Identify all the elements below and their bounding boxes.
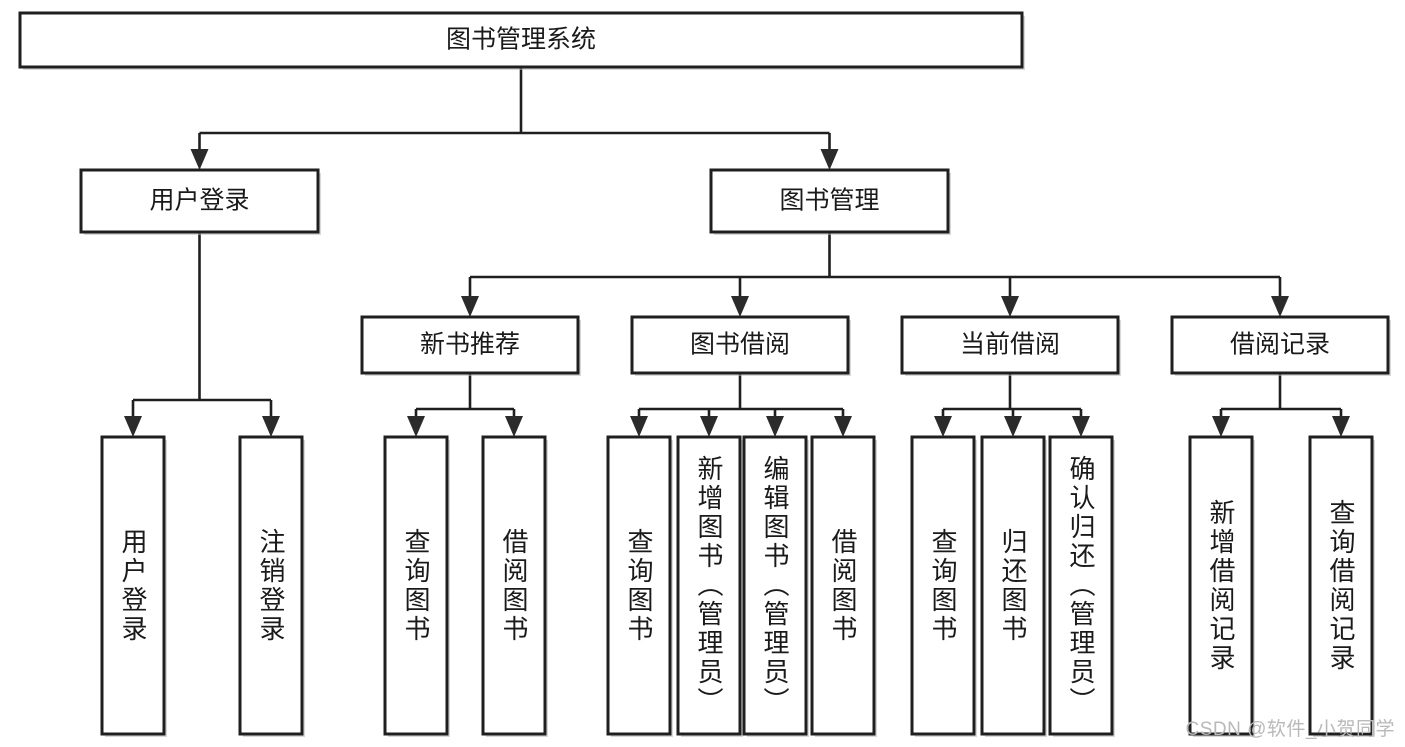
box-outline (1048, 435, 1114, 736)
box-outline (630, 315, 850, 375)
level2-node-1[interactable]: 图书管理 (709, 168, 951, 235)
leaf-node-0[interactable] (100, 435, 167, 737)
box-outline (709, 168, 950, 234)
box-outline (100, 435, 166, 736)
connector-layer (124, 67, 1350, 437)
box-label: 当前借阅 (960, 331, 1060, 359)
record-to-leaves-arrow-0 (1212, 416, 1230, 437)
leaf-node-7[interactable] (810, 435, 877, 737)
box-outline (980, 435, 1046, 736)
borrow-to-leaves-arrow-0 (630, 416, 648, 437)
leaf-node-8[interactable] (910, 435, 977, 737)
leaf-node-11[interactable] (1188, 435, 1255, 737)
level3-node-3[interactable]: 借阅记录 (1170, 315, 1391, 376)
box-outline (742, 435, 808, 736)
record-to-leaves-arrow-1 (1332, 416, 1350, 437)
bookmgmt-to-level3-arrow-1 (731, 296, 749, 317)
leaf-node-10[interactable] (1048, 435, 1115, 737)
level3-node-0[interactable]: 新书推荐 (360, 315, 581, 376)
box-label: 用户登录 (149, 187, 249, 215)
box-outline (910, 435, 976, 736)
box-outline (676, 435, 742, 736)
newbook-to-leaves-arrow-0 (407, 416, 425, 437)
level3-node-1[interactable]: 图书借阅 (630, 315, 851, 376)
box-label: 图书借阅 (690, 331, 790, 359)
box-outline (383, 435, 449, 736)
leaf-node-5[interactable] (676, 435, 743, 737)
leaf-node-12[interactable] (1308, 435, 1375, 737)
current-to-leaves-arrow-0 (934, 416, 952, 437)
box-outline (900, 315, 1120, 375)
box-label: 借阅记录 (1230, 331, 1330, 359)
borrow-to-leaves-arrow-3 (834, 416, 852, 437)
box-outline (1188, 435, 1254, 736)
box-label: 图书管理 (779, 187, 879, 215)
leaf-node-4[interactable] (606, 435, 673, 737)
leaf-node-3[interactable] (481, 435, 548, 737)
borrow-to-leaves-arrow-1 (700, 416, 718, 437)
box-outline (1308, 435, 1374, 736)
leaf-node-2[interactable] (383, 435, 450, 737)
borrow-to-leaves-arrow-2 (766, 416, 784, 437)
root-node[interactable]: 图书管理系统 (18, 11, 1025, 70)
bookmgmt-to-level3-arrow-0 (461, 296, 479, 317)
box-outline (79, 168, 320, 234)
leaf-node-9[interactable] (980, 435, 1047, 737)
box-label: 图书管理系统 (446, 26, 596, 54)
box-outline (606, 435, 672, 736)
box-outline (360, 315, 580, 375)
box-outline (810, 435, 876, 736)
userlogin-to-leaves-arrow-0 (124, 416, 142, 437)
bookmgmt-to-level3-arrow-3 (1271, 296, 1289, 317)
box-outline (1170, 315, 1390, 375)
newbook-to-leaves-arrow-1 (505, 416, 523, 437)
level3-node-2[interactable]: 当前借阅 (900, 315, 1121, 376)
root-to-level2-arrow-1 (820, 149, 839, 170)
current-to-leaves-arrow-1 (1004, 416, 1022, 437)
leaf-node-6[interactable] (742, 435, 809, 737)
bookmgmt-to-level3-arrow-2 (1001, 296, 1019, 317)
box-outline (18, 11, 1024, 69)
userlogin-to-leaves-arrow-1 (262, 416, 280, 437)
watermark-text: CSDN @软件_小贺同学 (1185, 719, 1395, 740)
box-outline (238, 435, 304, 736)
root-to-level2-arrow-0 (190, 149, 209, 170)
level2-node-0[interactable]: 用户登录 (79, 168, 321, 235)
current-to-leaves-arrow-2 (1072, 416, 1090, 437)
box-outline (481, 435, 547, 736)
leaf-node-1[interactable] (238, 435, 305, 737)
box-label: 新书推荐 (420, 331, 520, 359)
